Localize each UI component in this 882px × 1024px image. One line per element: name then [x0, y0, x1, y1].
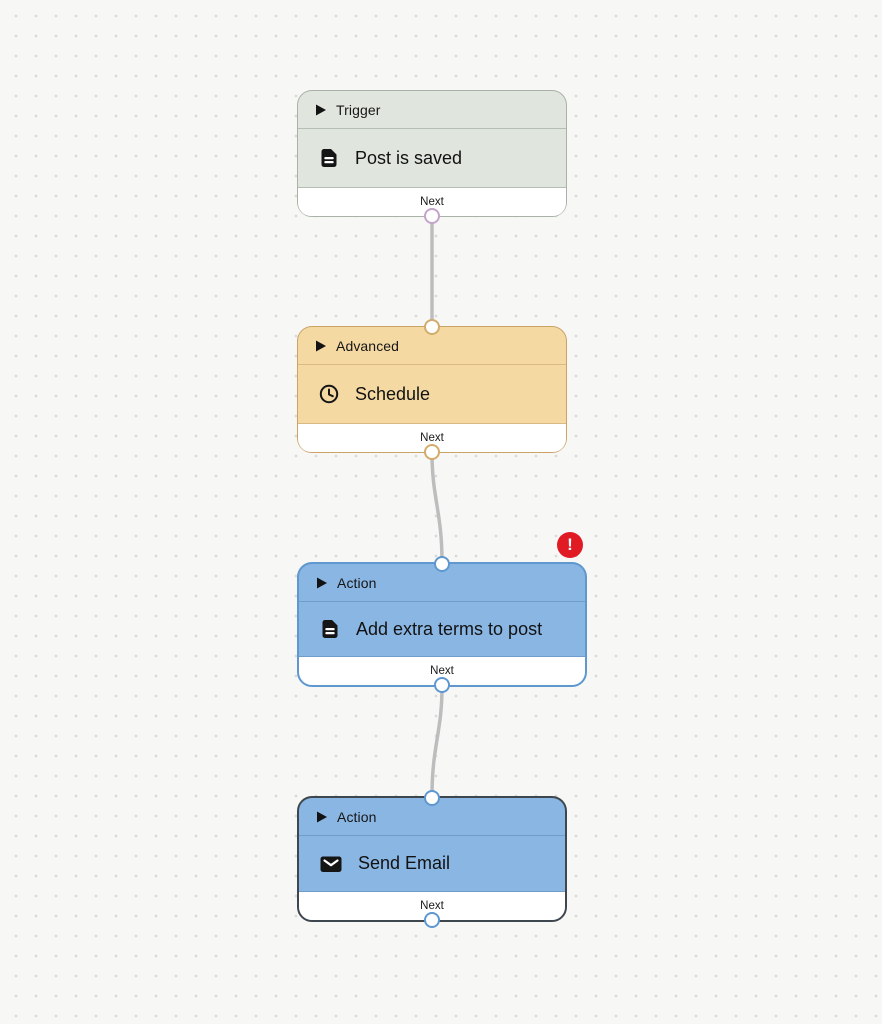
port-output-send-email[interactable]	[424, 912, 440, 928]
clock-icon	[318, 383, 340, 405]
node-title: Send Email	[358, 853, 451, 873]
port-input-send-email[interactable]	[424, 790, 440, 806]
play-icon	[317, 811, 327, 823]
node-advanced-schedule[interactable]: Advanced Schedule Next	[297, 319, 567, 460]
play-icon	[316, 340, 326, 352]
node-title: Add extra terms to post	[356, 618, 543, 639]
node-action-add-extra-terms[interactable]: Action Add extra terms to post Next !	[297, 532, 587, 693]
node-title: Post is saved	[355, 147, 463, 168]
port-output-schedule[interactable]	[424, 444, 440, 460]
node-header[interactable]: Action	[299, 564, 585, 602]
node-trigger-post-is-saved[interactable]: Trigger Post is saved Next	[297, 90, 567, 224]
node-action-send-email[interactable]: Action Send Email Next	[297, 790, 567, 928]
exclamation-icon: !	[567, 535, 573, 554]
node-body[interactable]: Schedule	[298, 365, 566, 423]
node-title: Schedule	[355, 383, 431, 404]
mail-icon	[319, 852, 343, 876]
next-label: Next	[420, 196, 444, 208]
port-input-add-extra-terms[interactable]	[434, 556, 450, 572]
edge-action-to-email[interactable]	[430, 685, 444, 798]
node-category-label: Advanced	[336, 337, 400, 354]
node-header[interactable]: Action	[299, 798, 565, 836]
node-header[interactable]: Trigger	[298, 91, 566, 129]
node-body[interactable]: Post is saved	[298, 129, 566, 187]
port-output-add-extra-terms[interactable]	[434, 677, 450, 693]
next-label: Next	[420, 432, 444, 444]
node-category-label: Action	[337, 574, 377, 591]
next-label: Next	[430, 665, 454, 677]
port-output-trigger[interactable]	[424, 208, 440, 224]
node-footer-next: Next	[298, 187, 566, 216]
error-badge[interactable]: !	[557, 532, 583, 558]
node-footer-next: Next	[299, 891, 565, 920]
node-category-label: Action	[337, 808, 377, 825]
node-body[interactable]: Send Email	[299, 836, 565, 891]
play-icon	[316, 104, 326, 116]
edge-advanced-to-action[interactable]	[430, 451, 444, 564]
port-input-schedule[interactable]	[424, 319, 440, 335]
document-icon	[318, 147, 340, 169]
node-category-label: Trigger	[336, 101, 381, 118]
node-footer-next: Next	[299, 656, 585, 685]
node-header[interactable]: Advanced	[298, 327, 566, 365]
play-icon	[317, 577, 327, 589]
node-body[interactable]: Add extra terms to post	[299, 602, 585, 656]
document-icon	[319, 618, 341, 640]
next-label: Next	[420, 900, 444, 912]
